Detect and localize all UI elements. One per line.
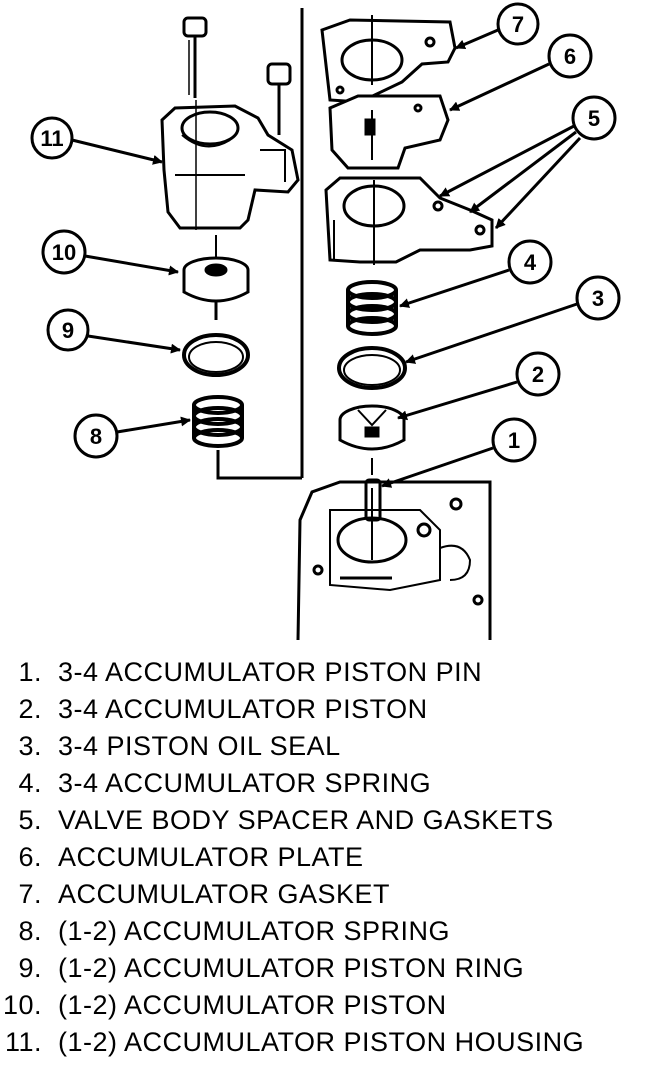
legend-number: 6. <box>18 842 42 872</box>
spacer-and-gaskets <box>324 176 494 265</box>
legend-number: 8. <box>18 916 42 946</box>
callout-1: 1 <box>381 417 537 488</box>
accumulator-plate <box>328 94 450 170</box>
legend-label: (1-2) ACCUMULATOR PISTON HOUSING <box>58 1027 585 1057</box>
legend-item: 9. (1-2) ACCUMULATOR PISTON RING <box>0 950 672 987</box>
svg-text:9: 9 <box>62 318 74 343</box>
bolt-long <box>182 16 208 98</box>
legend-label: 3-4 ACCUMULATOR PISTON <box>58 694 428 724</box>
spring-1-2 <box>192 395 244 448</box>
callout-7: 7 <box>455 2 540 50</box>
legend-item: 3. 3-4 PISTON OIL SEAL <box>0 728 672 765</box>
legend-label: 3-4 PISTON OIL SEAL <box>58 731 341 761</box>
svg-text:10: 10 <box>52 240 76 265</box>
legend-number: 10. <box>2 990 42 1020</box>
legend-label: ACCUMULATOR PLATE <box>58 842 364 872</box>
legend-number: 9. <box>18 953 42 983</box>
legend-label: (1-2) ACCUMULATOR PISTON <box>58 990 447 1020</box>
legend-item: 11. (1-2) ACCUMULATOR PISTON HOUSING <box>0 1024 672 1061</box>
legend-label: 3-4 ACCUMULATOR PISTON PIN <box>58 657 483 687</box>
piston-oil-seal-3-4 <box>337 346 407 390</box>
svg-text:11: 11 <box>40 126 63 151</box>
legend-label: 3-4 ACCUMULATOR SPRING <box>58 768 432 798</box>
legend-number: 4. <box>18 768 42 798</box>
callout-10: 10 <box>41 229 179 276</box>
legend-item: 7. ACCUMULATOR GASKET <box>0 876 672 913</box>
spring-3-4 <box>346 280 398 336</box>
legend-number: 11. <box>4 1027 42 1057</box>
legend-item: 4. 3-4 ACCUMULATOR SPRING <box>0 765 672 802</box>
callout-3: 3 <box>405 275 621 364</box>
svg-text:4: 4 <box>524 250 537 275</box>
legend-item: 2. 3-4 ACCUMULATOR PISTON <box>0 691 672 728</box>
legend-number: 5. <box>18 805 42 835</box>
svg-text:3: 3 <box>592 286 604 311</box>
legend-number: 7. <box>18 879 42 909</box>
callout-4: 4 <box>399 239 553 308</box>
piston-housing <box>160 100 300 230</box>
piston-ring-1-2 <box>182 333 250 377</box>
legend-label: ACCUMULATOR GASKET <box>58 879 391 909</box>
legend-label: (1-2) ACCUMULATOR PISTON RING <box>58 953 525 983</box>
legend-item: 8. (1-2) ACCUMULATOR SPRING <box>0 913 672 950</box>
svg-text:1: 1 <box>508 428 520 453</box>
callout-8: 8 <box>73 413 191 459</box>
svg-text:2: 2 <box>532 362 544 387</box>
legend-item: 5. VALVE BODY SPACER AND GASKETS <box>0 802 672 839</box>
svg-text:6: 6 <box>564 44 576 69</box>
legend-label: (1-2) ACCUMULATOR SPRING <box>58 916 451 946</box>
legend-number: 2. <box>18 694 42 724</box>
legend-item: 6. ACCUMULATOR PLATE <box>0 839 672 876</box>
svg-text:7: 7 <box>512 12 524 37</box>
legend-item: 10. (1-2) ACCUMULATOR PISTON <box>0 987 672 1024</box>
callout-2: 2 <box>397 351 561 421</box>
parts-legend: 1. 3-4 ACCUMULATOR PISTON PIN 2. 3-4 ACC… <box>0 652 672 1070</box>
callout-6: 6 <box>449 33 593 112</box>
legend-item: 1. 3-4 ACCUMULATOR PISTON PIN <box>0 654 672 691</box>
legend-label: VALVE BODY SPACER AND GASKETS <box>58 805 554 835</box>
legend-number: 3. <box>18 731 42 761</box>
svg-text:8: 8 <box>90 424 102 449</box>
callout-5: 5 <box>439 95 617 230</box>
callout-9: 9 <box>46 308 181 354</box>
exploded-parts-diagram: 11 10 9 8 7 6 5 4 3 <box>30 2 621 641</box>
piston-1-2 <box>182 235 250 320</box>
piston-3-4 <box>338 404 406 475</box>
callout-11: 11 <box>30 116 163 165</box>
svg-text:5: 5 <box>588 106 600 131</box>
bolt-short <box>266 62 292 135</box>
accumulator-gasket <box>320 15 457 104</box>
legend-number: 1. <box>18 657 42 687</box>
connector-line <box>216 450 302 480</box>
transmission-case <box>296 480 492 641</box>
